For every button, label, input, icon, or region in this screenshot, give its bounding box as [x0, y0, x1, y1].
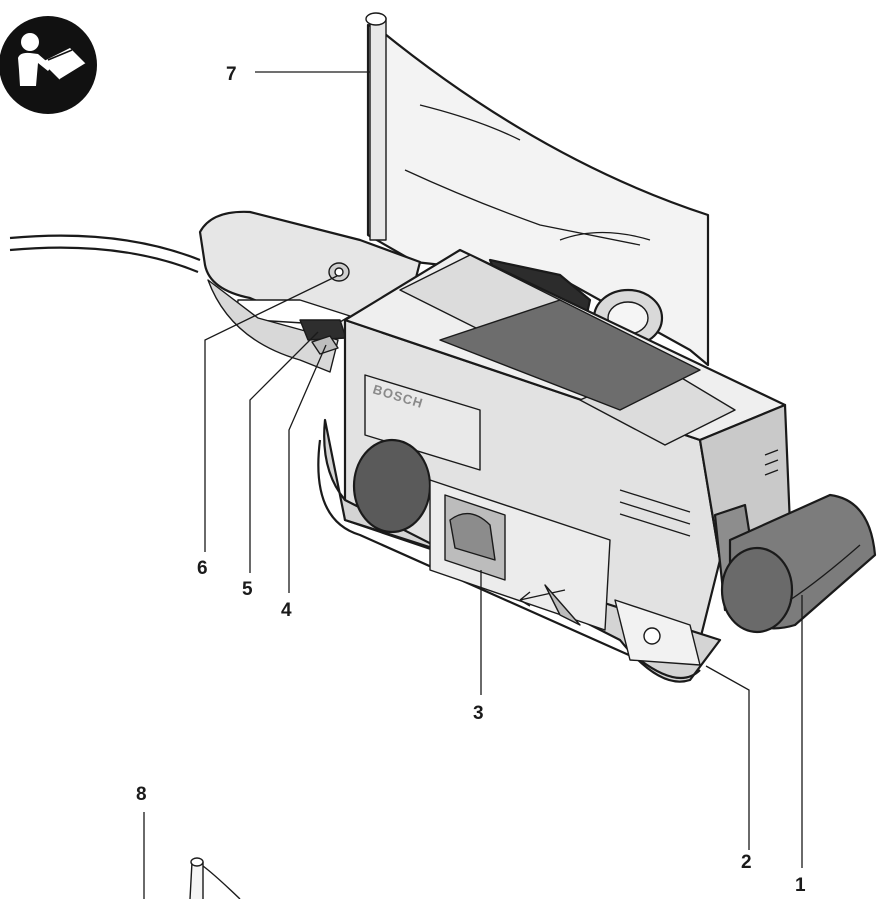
callout-1: 1 — [795, 875, 806, 896]
figure-8-fragment — [189, 857, 241, 899]
read-manual-icon — [0, 16, 97, 114]
leader-lines — [143, 71, 803, 899]
switch-area — [299, 319, 347, 355]
belt-base — [317, 418, 722, 683]
callout-6: 6 — [197, 558, 208, 579]
callout-3: 3 — [473, 703, 484, 724]
callout-4: 4 — [281, 600, 292, 621]
callout-2: 2 — [741, 852, 752, 873]
callout-8: 8 — [136, 784, 147, 805]
callout-7: 7 — [226, 64, 237, 85]
power-cord — [9, 234, 201, 274]
dust-bag — [365, 12, 710, 367]
callout-labels: 7 6 5 4 3 8 2 1 — [136, 64, 806, 896]
sander-housing: BOSCH — [343, 248, 792, 642]
callout-5: 5 — [242, 579, 253, 600]
front-handle — [713, 493, 877, 634]
